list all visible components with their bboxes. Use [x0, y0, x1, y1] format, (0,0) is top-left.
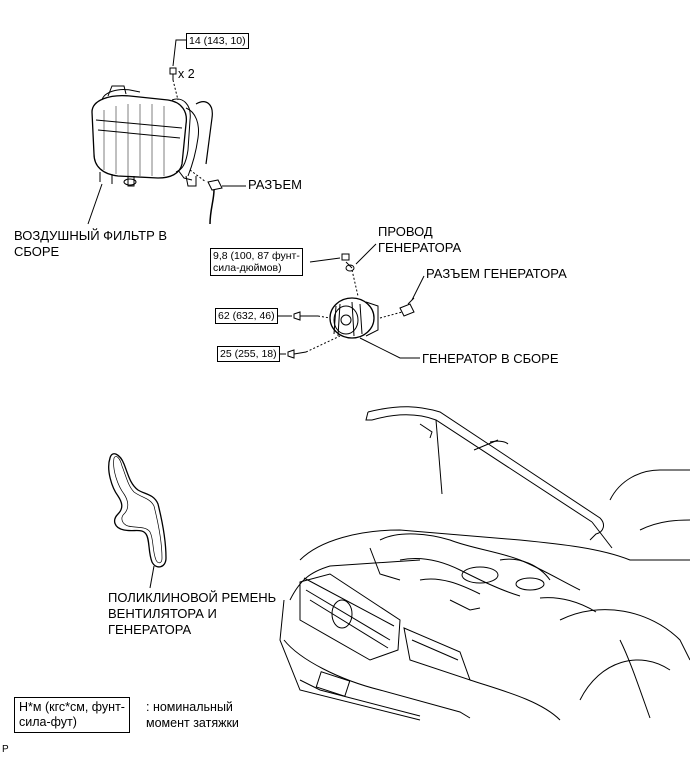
bolt-count: x 2: [178, 67, 195, 81]
serpentine-belt: [108, 453, 167, 568]
corner-mark: P: [2, 744, 9, 755]
torque-wire-nut: 9,8 (100, 87 фунт- сила-дюймов): [210, 248, 303, 276]
legend-unit-box: Н*м (кгс*см, фунт- сила-фут): [14, 697, 130, 733]
legend-desc-line1: : номинальный: [146, 700, 233, 714]
generator-bolt-lower: [287, 349, 307, 359]
label-belt-line2: ВЕНТИЛЯТОРА И: [108, 606, 217, 621]
label-generator-wire-line1: ПРОВОД: [378, 224, 433, 239]
torque-bolt-lower: 25 (255, 18): [217, 346, 280, 362]
vehicle-front-illustration: [279, 406, 690, 721]
generator-connector-part: [399, 297, 415, 317]
torque-bolt-upper: 62 (632, 46): [215, 308, 278, 324]
air-filter-bolt: [169, 67, 177, 80]
label-belt-line3: ГЕНЕРАТОРА: [108, 622, 192, 637]
label-connector: РАЗЪЕМ: [248, 177, 302, 192]
generator-bolt-upper: [293, 311, 318, 321]
generator-assembly: [329, 297, 379, 339]
legend-unit-line2: сила-фут): [19, 715, 77, 729]
torque-air-filter-bolt: 14 (143, 10): [186, 33, 249, 49]
label-belt-line1: ПОЛИКЛИНОВОЙ РЕМЕНЬ: [108, 590, 277, 605]
label-air-filter-line2: СБОРЕ: [14, 244, 60, 259]
air-filter-assembly: [91, 85, 213, 187]
label-generator-connector: РАЗЪЕМ ГЕНЕРАТОРА: [426, 266, 567, 281]
label-generator-wire-line2: ГЕНЕРАТОРА: [378, 240, 462, 255]
label-air-filter-line1: ВОЗДУШНЫЙ ФИЛЬТР В: [14, 228, 168, 243]
legend-desc-line2: момент затяжки: [146, 716, 239, 730]
connector-part: [207, 179, 223, 225]
label-generator-assembly: ГЕНЕРАТОР В СБОРЕ: [422, 351, 559, 366]
wire-nut-part: [341, 253, 355, 272]
legend-unit-line1: Н*м (кгс*см, фунт-: [19, 700, 125, 714]
